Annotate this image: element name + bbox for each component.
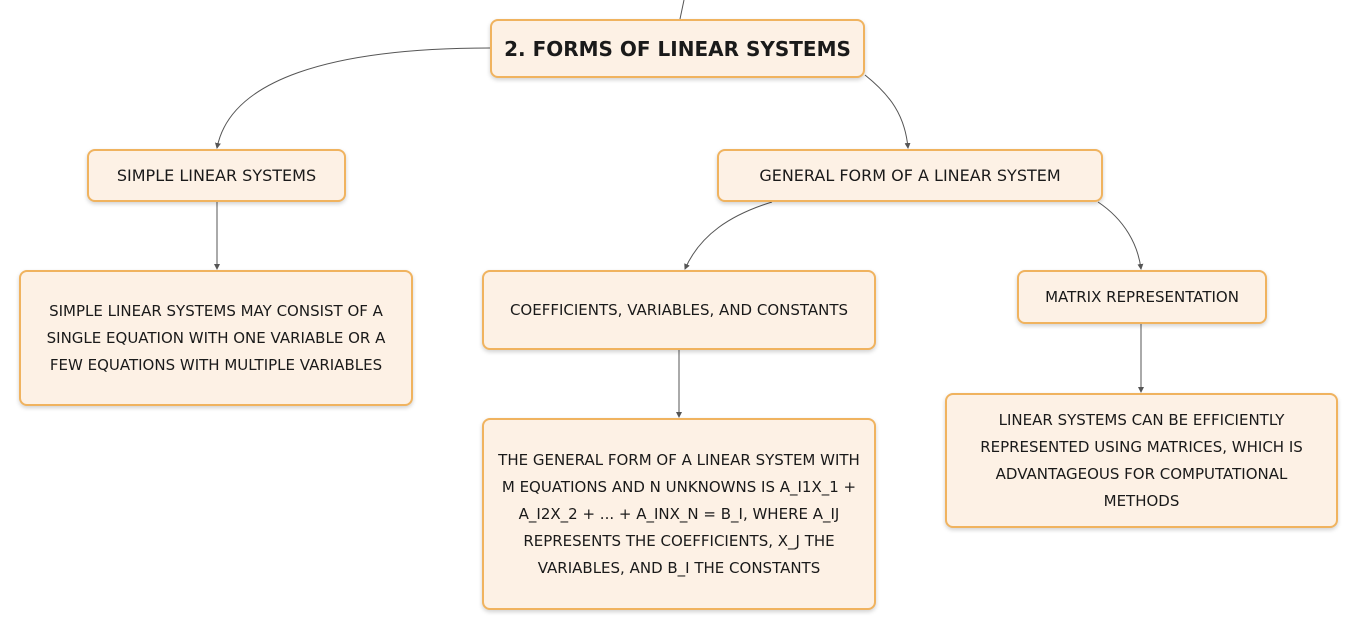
general-form-node[interactable]: GENERAL FORM OF A LINEAR SYSTEM bbox=[717, 149, 1103, 202]
general-form-description-node[interactable]: THE GENERAL FORM OF A LINEAR SYSTEM WITH… bbox=[482, 418, 876, 610]
general-form-label: GENERAL FORM OF A LINEAR SYSTEM bbox=[759, 166, 1061, 185]
general-form-description: THE GENERAL FORM OF A LINEAR SYSTEM WITH… bbox=[498, 450, 860, 577]
connector-general-to-coeff bbox=[684, 201, 773, 270]
root-node[interactable]: 2. FORMS OF LINEAR SYSTEMS bbox=[490, 19, 865, 78]
connector-incoming bbox=[679, 0, 685, 20]
matrix-representation-label: MATRIX REPRESENTATION bbox=[1045, 288, 1239, 306]
simple-linear-systems-description-node[interactable]: SIMPLE LINEAR SYSTEMS MAY CONSIST OF A S… bbox=[19, 270, 413, 406]
simple-linear-systems-description: SIMPLE LINEAR SYSTEMS MAY CONSIST OF A S… bbox=[46, 301, 386, 374]
coefficients-node[interactable]: COEFFICIENTS, VARIABLES, AND CONSTANTS bbox=[482, 270, 876, 350]
matrix-representation-description: LINEAR SYSTEMS CAN BE EFFICIENTLY REPRES… bbox=[980, 410, 1303, 510]
matrix-representation-description-node[interactable]: LINEAR SYSTEMS CAN BE EFFICIENTLY REPRES… bbox=[945, 393, 1338, 528]
simple-linear-systems-label: SIMPLE LINEAR SYSTEMS bbox=[116, 166, 317, 185]
connector-root-to-simple bbox=[214, 47, 491, 149]
connector-root-to-general bbox=[864, 74, 911, 149]
root-node-label: 2. FORMS OF LINEAR SYSTEMS bbox=[504, 36, 851, 61]
connector-general-to-matrix bbox=[1097, 201, 1144, 270]
coefficients-label: COEFFICIENTS, VARIABLES, AND CONSTANTS bbox=[509, 301, 849, 319]
simple-linear-systems-node[interactable]: SIMPLE LINEAR SYSTEMS bbox=[87, 149, 346, 202]
matrix-representation-node[interactable]: MATRIX REPRESENTATION bbox=[1017, 270, 1267, 324]
